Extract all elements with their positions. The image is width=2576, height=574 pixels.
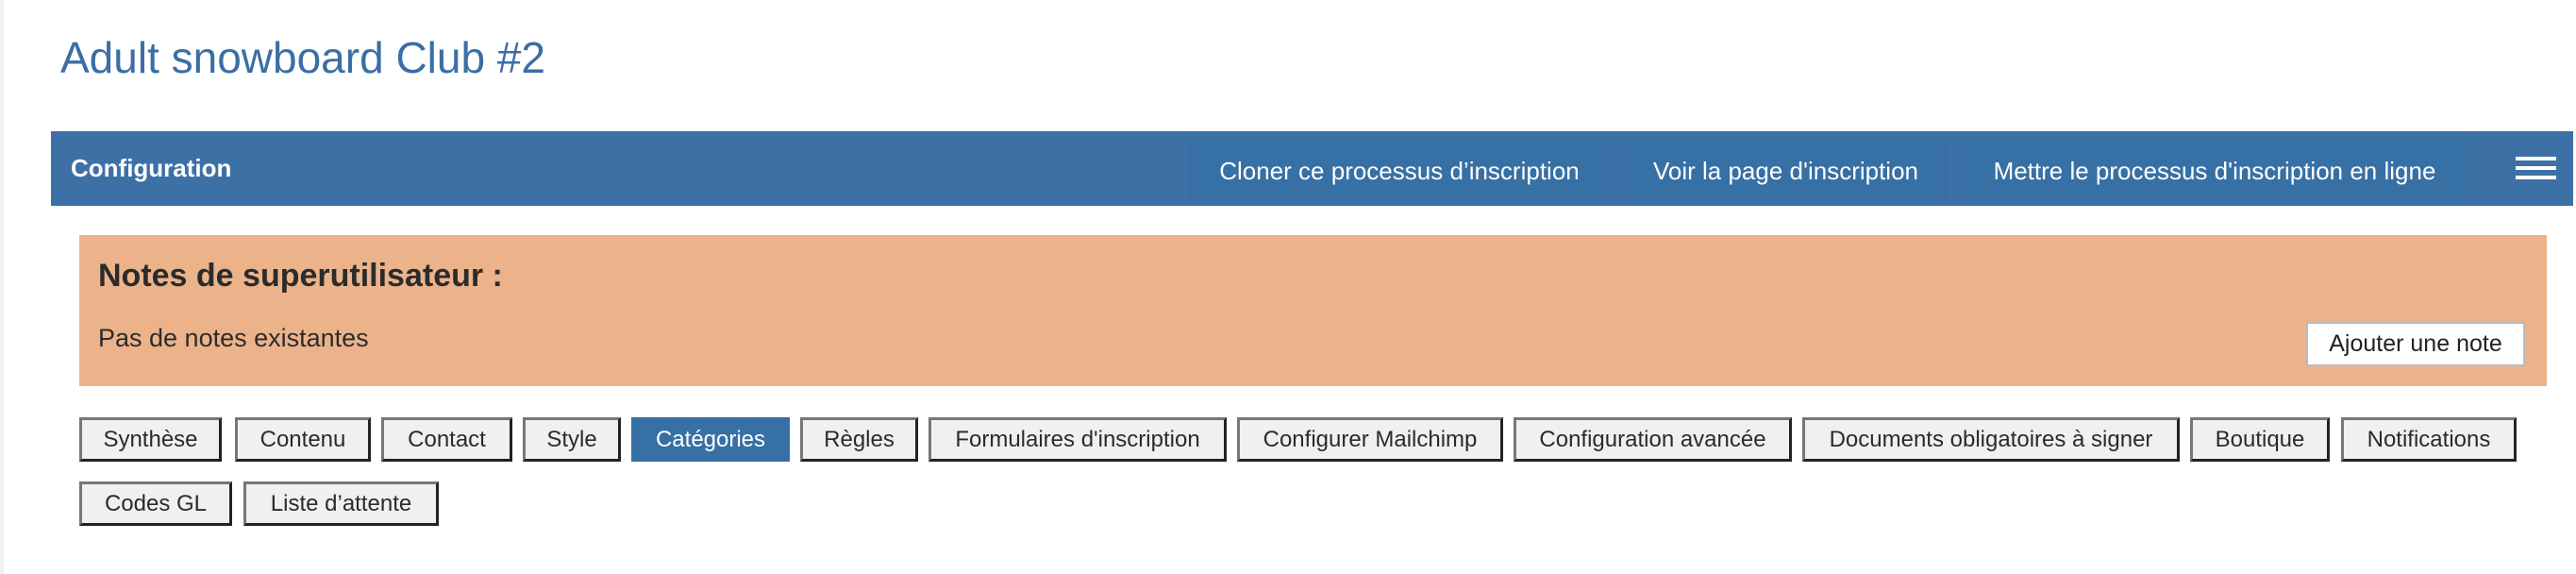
- tab-notifications[interactable]: Notifications: [2341, 417, 2517, 462]
- tab-contenu[interactable]: Contenu: [235, 417, 371, 462]
- notes-empty-text: Pas de notes existantes: [98, 324, 369, 352]
- toolbar-title: Configuration: [71, 154, 232, 182]
- configuration-toolbar: Configuration Cloner ce processus d’insc…: [51, 131, 2573, 206]
- superuser-notes-panel: Notes de superutilisateur : Pas de notes…: [79, 235, 2547, 386]
- tab-formulaires[interactable]: Formulaires d'inscription: [928, 417, 1227, 462]
- tab-style[interactable]: Style: [523, 417, 621, 462]
- tab-codes-gl[interactable]: Codes GL: [79, 481, 232, 526]
- tab-liste-attente[interactable]: Liste d’attente: [243, 481, 439, 526]
- view-registration-page-button[interactable]: Voir la page d'inscription: [1623, 142, 1949, 200]
- tab-synthese[interactable]: Synthèse: [79, 417, 222, 462]
- tab-boutique[interactable]: Boutique: [2190, 417, 2330, 462]
- tab-configuration-avancee[interactable]: Configuration avancée: [1514, 417, 1792, 462]
- tab-mailchimp[interactable]: Configurer Mailchimp: [1237, 417, 1503, 462]
- tab-documents[interactable]: Documents obligatoires à signer: [1802, 417, 2180, 462]
- publish-process-button[interactable]: Mettre le processus d'inscription en lig…: [1960, 142, 2469, 200]
- tab-contact[interactable]: Contact: [381, 417, 512, 462]
- hamburger-icon[interactable]: [2516, 157, 2556, 179]
- page-title: Adult snowboard Club #2: [60, 33, 545, 82]
- notes-heading: Notes de superutilisateur :: [98, 258, 503, 294]
- tab-regles[interactable]: Règles: [800, 417, 918, 462]
- page-edge: [0, 0, 4, 574]
- add-note-button[interactable]: Ajouter une note: [2306, 322, 2525, 366]
- tab-categories[interactable]: Catégories: [631, 417, 790, 462]
- clone-process-button[interactable]: Cloner ce processus d’inscription: [1189, 142, 1610, 200]
